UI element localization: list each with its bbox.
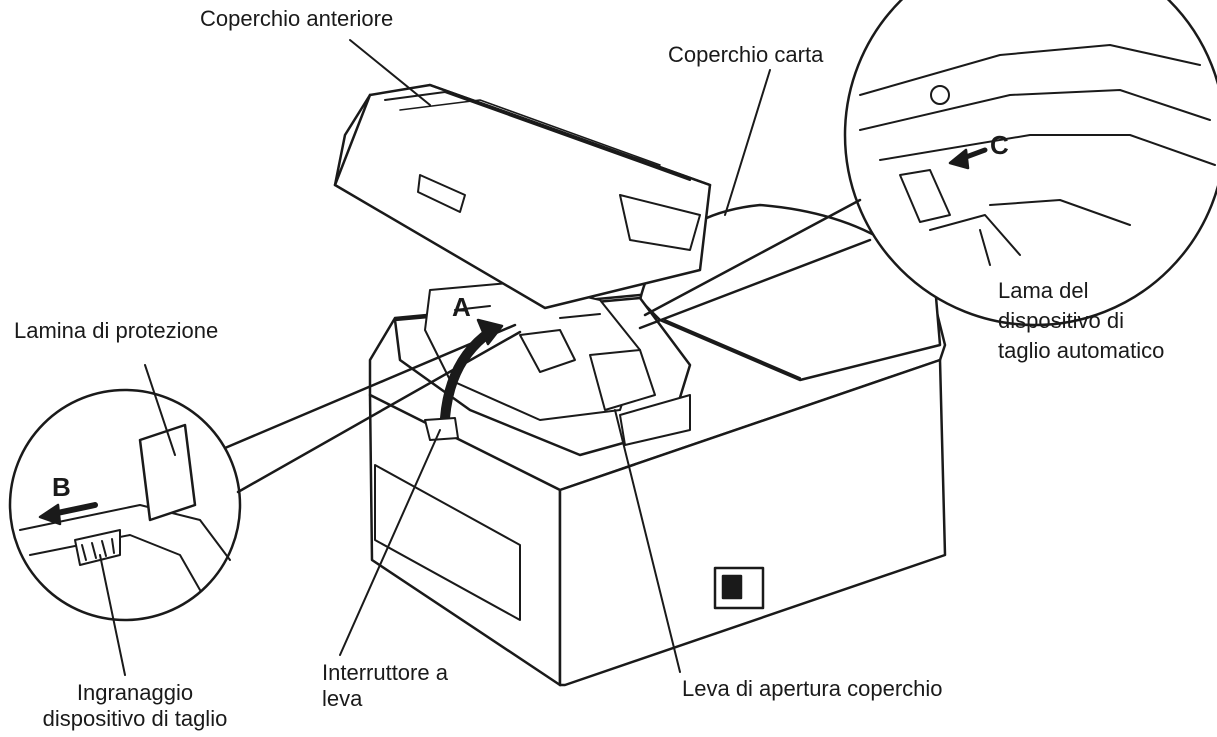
lever-switch [424,417,459,441]
label-cutter-blade-line3: taglio automatico [998,338,1165,363]
label-cover-open-lever: Leva di apertura coperchio [682,676,943,701]
leader-cover-open-lever [614,409,681,673]
zoom-circle-left [8,388,242,622]
label-cutter-gear: Ingranaggio dispositivo di taglio [10,680,260,732]
label-lever-switch-line2: leva [322,686,363,711]
marker-b: B [52,472,71,502]
label-front-cover: Coperchio anteriore [200,6,394,31]
label-lever-switch: Interruttore a leva [322,660,448,712]
leader-front-cover [349,39,431,106]
label-cutter-gear-line2: dispositivo di taglio [42,706,228,731]
label-cutter-blade: Lama del dispositivo di taglio automatic… [998,278,1164,364]
marker-a: A [452,292,471,322]
label-lever-switch-line1: Interruttore a [322,660,448,685]
label-paper-cover: Coperchio carta [668,42,824,67]
label-cutter-blade-line1: Lama del [998,278,1089,303]
marker-c: C [990,130,1009,160]
vent-slot [374,464,521,621]
printer-right-face [558,358,947,687]
leader-paper-cover [724,69,771,216]
label-protection-blade: Lamina di protezione [14,318,219,343]
leader-cutter-gear [99,554,126,676]
zoom-circle-right [843,0,1217,327]
label-cutter-gear-line1: Ingranaggio [76,680,194,705]
leader-protection-blade [144,364,176,456]
label-cutter-blade-line2: dispositivo di [998,308,1124,333]
leader-cutter-blade [979,229,991,266]
leader-lever-switch [339,429,441,656]
